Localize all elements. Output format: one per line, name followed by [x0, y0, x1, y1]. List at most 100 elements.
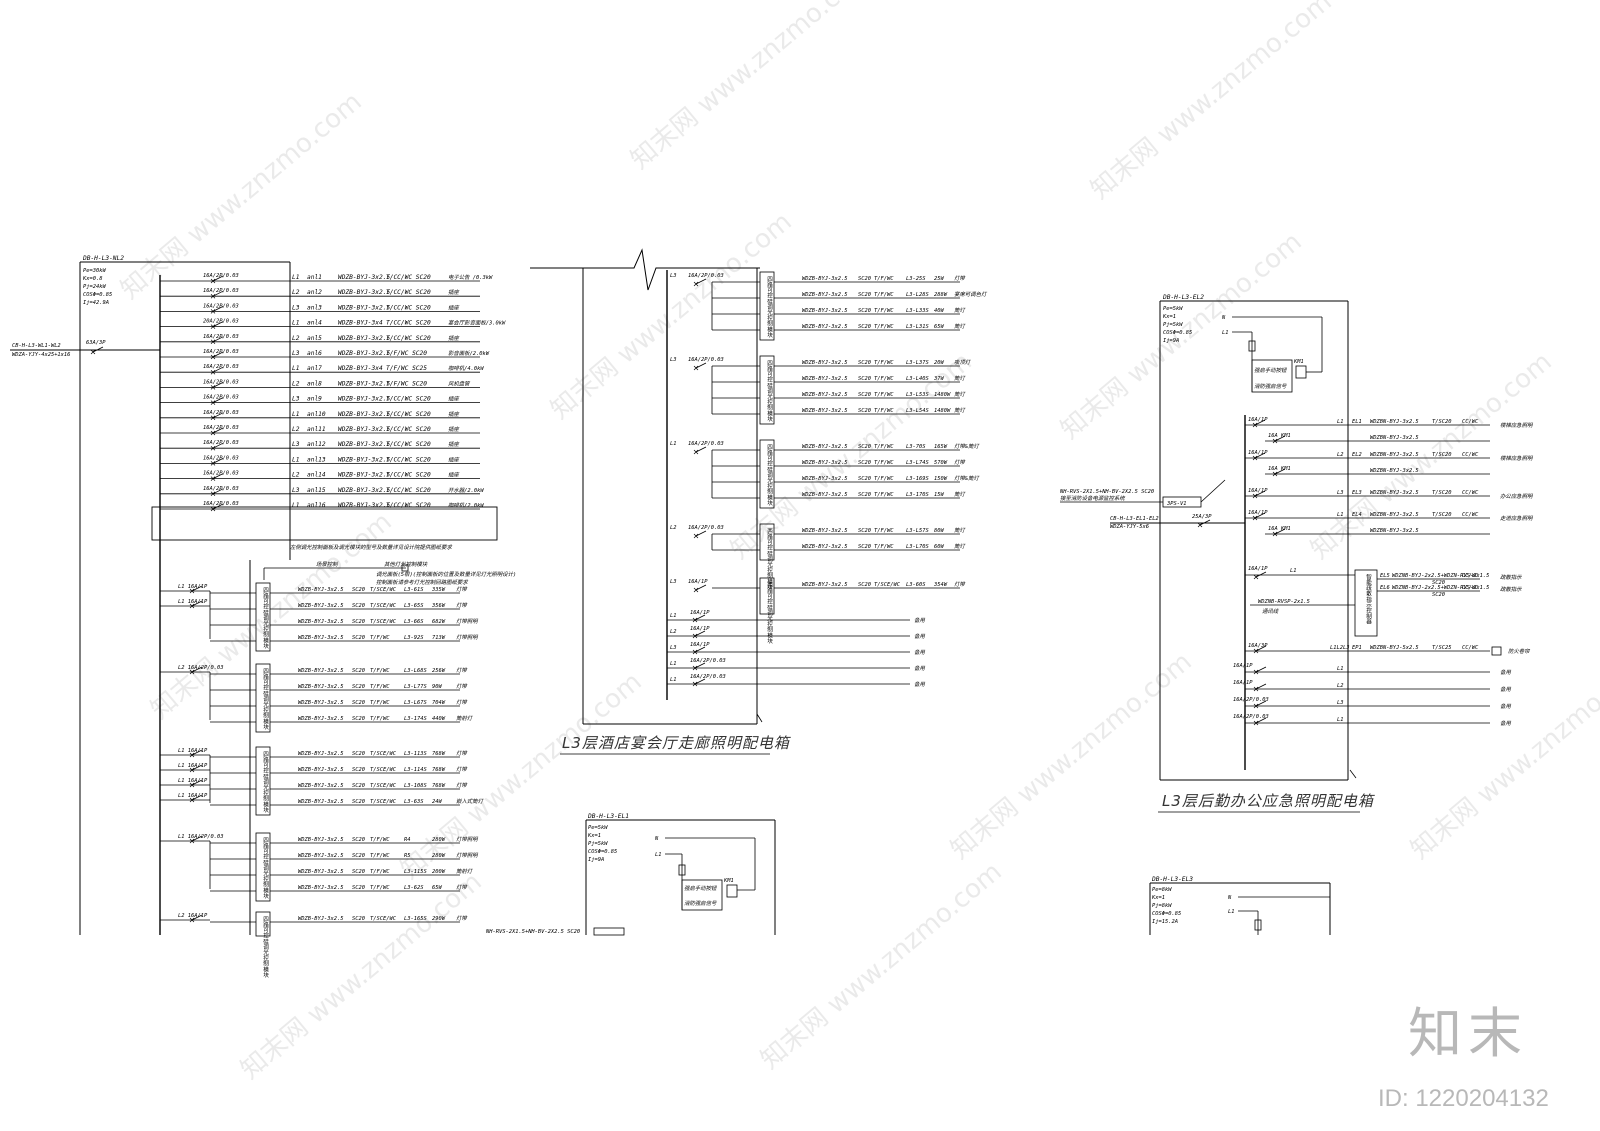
- breaker-mark: [210, 476, 216, 481]
- circuit-code: anl12: [307, 441, 326, 448]
- ep-breaker: 16A/3P: [1248, 643, 1268, 649]
- row-conduit: SC20: [858, 408, 871, 414]
- circuit-code: anl6: [307, 350, 322, 357]
- circuit-breaker: 20A/2P/0.03: [203, 319, 239, 325]
- fuse: [1254, 919, 1262, 931]
- circuit-mode: CC/WC: [1462, 452, 1479, 458]
- highlight-box: [151, 506, 498, 541]
- dim-cable: WDZB-BYJ-3x2.5: [298, 837, 343, 843]
- dim-cable: WDZB-BYJ-3x2.5: [298, 587, 343, 593]
- dim-code: R4: [404, 837, 411, 843]
- dim-load: 筒射灯: [456, 715, 474, 722]
- spd-box: [593, 927, 625, 936]
- circuit-cable: WDZBN-BYJ-3x2.5: [1370, 419, 1419, 425]
- dimmer-module-label: 四路可控硅调光控制模块: [262, 916, 269, 979]
- row-lay: T/F/WC: [874, 544, 894, 550]
- row-power: 60W: [934, 544, 944, 550]
- row-conduit: SC20: [858, 582, 871, 588]
- circuit-phase: L1: [292, 274, 299, 281]
- row-code: L3-169S: [906, 476, 929, 482]
- dim-power: 65W: [432, 885, 442, 891]
- dim-code: L3-66S: [404, 619, 424, 625]
- circuit-cable: WDZBN-BYJ-3x2.5: [1370, 435, 1419, 441]
- circuit-phase: L1: [292, 365, 299, 372]
- watermark-text: 知末网 www.znzmo.com: [235, 867, 487, 1086]
- ep-phase: L1L2L3: [1330, 645, 1349, 651]
- spare-load: 备用: [914, 617, 925, 624]
- breaker-symbol: [191, 914, 203, 921]
- dim-lay: T/F/WC: [370, 716, 390, 722]
- dim-power: 768W: [432, 751, 446, 757]
- dim-code: L3-L67S: [404, 700, 427, 706]
- panel-param: Kx=1: [1151, 895, 1165, 901]
- circuit-lay: T/F/WC SC20: [386, 380, 427, 387]
- circuit-load: 楼梯应急照明: [1500, 455, 1534, 462]
- row-code: L3-L31S: [906, 324, 929, 330]
- dim-load: 灯带: [456, 586, 468, 593]
- circuit-load: 影音面板/2.0kW: [448, 350, 490, 357]
- spare-load: 备用: [914, 665, 925, 672]
- dim-cable: WDZB-BYJ-3x2.5: [298, 767, 343, 773]
- breaker-symbol: [1255, 571, 1267, 578]
- evac-conduit: SC20: [1432, 592, 1445, 598]
- circuit-breaker: 16A/2P/0.03: [203, 501, 239, 507]
- circuit-code: anl10: [307, 411, 326, 418]
- breaker-mark: [1252, 422, 1258, 428]
- circuit-breaker: 16A/2P/0.03: [203, 379, 239, 385]
- dim-load: 筒射灯: [456, 868, 474, 875]
- dim-load: 灯带: [456, 699, 468, 706]
- dim-load: 灯带: [456, 667, 468, 674]
- dim-code: L3-63S: [404, 799, 424, 805]
- circuit-cable: WDZBN-BYJ-3x2.5: [1370, 452, 1419, 458]
- dim-load: 灯带: [456, 915, 468, 922]
- breaker-mark: [692, 665, 698, 671]
- dim-code: L3-62S: [404, 885, 424, 891]
- panel-param: COSΦ=0.85: [1152, 911, 1181, 917]
- breaker-symbol: [212, 442, 224, 449]
- dim-load: 灯带照明: [456, 618, 479, 625]
- breaker-mark: [1253, 720, 1259, 726]
- circuit-phase: L1: [292, 320, 299, 327]
- row-cable: WDZB-BYJ-3x2.5: [802, 460, 847, 466]
- circuit-lay: T/F/WC SC25: [386, 365, 427, 372]
- circuit-phase: L3: [292, 304, 300, 311]
- spare-phase: L2: [670, 629, 677, 635]
- watermark-text: 知末网 www.znzmo.com: [115, 87, 367, 306]
- breaker-symbol: [191, 764, 203, 771]
- dim-conduit: SC20: [352, 668, 365, 674]
- circuit-breaker: 16A/1P: [1248, 450, 1268, 456]
- ctrl-terminal: [401, 564, 409, 572]
- breaker-symbol: [1254, 490, 1266, 497]
- breaker-symbol: [212, 306, 224, 312]
- circuit-code: anl1: [307, 274, 322, 281]
- circuit-phase: L1: [292, 456, 299, 463]
- row-load: 灯带: [954, 459, 966, 466]
- ep-code: EP1: [1352, 645, 1362, 651]
- breaker-symbol: [695, 446, 707, 453]
- watermark-text: 知末网 www.znzmo.com: [1055, 227, 1307, 446]
- spare-phase: L3: [670, 645, 677, 651]
- dim-cable: WDZB-BYJ-3x2.5: [298, 700, 343, 706]
- dim-code: L3-115S: [404, 869, 427, 875]
- row-load: 吸顶灯: [954, 359, 972, 366]
- circuit-breaker: 16A/2P/0.03: [203, 455, 239, 461]
- circuit-breaker: 16A/2P/0.03: [203, 395, 239, 401]
- row-power: 150W: [934, 476, 948, 482]
- row-code: L3-L28S: [906, 292, 929, 298]
- panel-param: Kx=1: [1162, 314, 1176, 320]
- dimmer-module-label: 两路可控硅调光控制模块: [766, 528, 773, 591]
- row-load: 灯带&筒灯: [954, 443, 980, 450]
- row-cable: WDZB-BYJ-3x2.5: [802, 392, 847, 398]
- spare-load: 备用: [914, 681, 925, 688]
- row-code: L3-L74S: [906, 460, 929, 466]
- row-cable: WDZB-BYJ-3x2.5: [802, 476, 847, 482]
- breaker-symbol: [1274, 435, 1286, 442]
- group-phase: L3: [670, 357, 677, 363]
- dim-conduit: SC20: [352, 837, 365, 843]
- dim-load: 灯带: [456, 782, 468, 789]
- circuit-cable: WDZB-BYJ-3x2.5: [338, 502, 390, 509]
- watermark-text: 知末网 www.znzmo.com: [755, 857, 1007, 1076]
- dimmer-module-label: 四路可控硅调光控制模块: [262, 587, 269, 650]
- circuit-lay: T/CC/WC SC20: [386, 456, 431, 463]
- n-label: N: [1221, 315, 1226, 321]
